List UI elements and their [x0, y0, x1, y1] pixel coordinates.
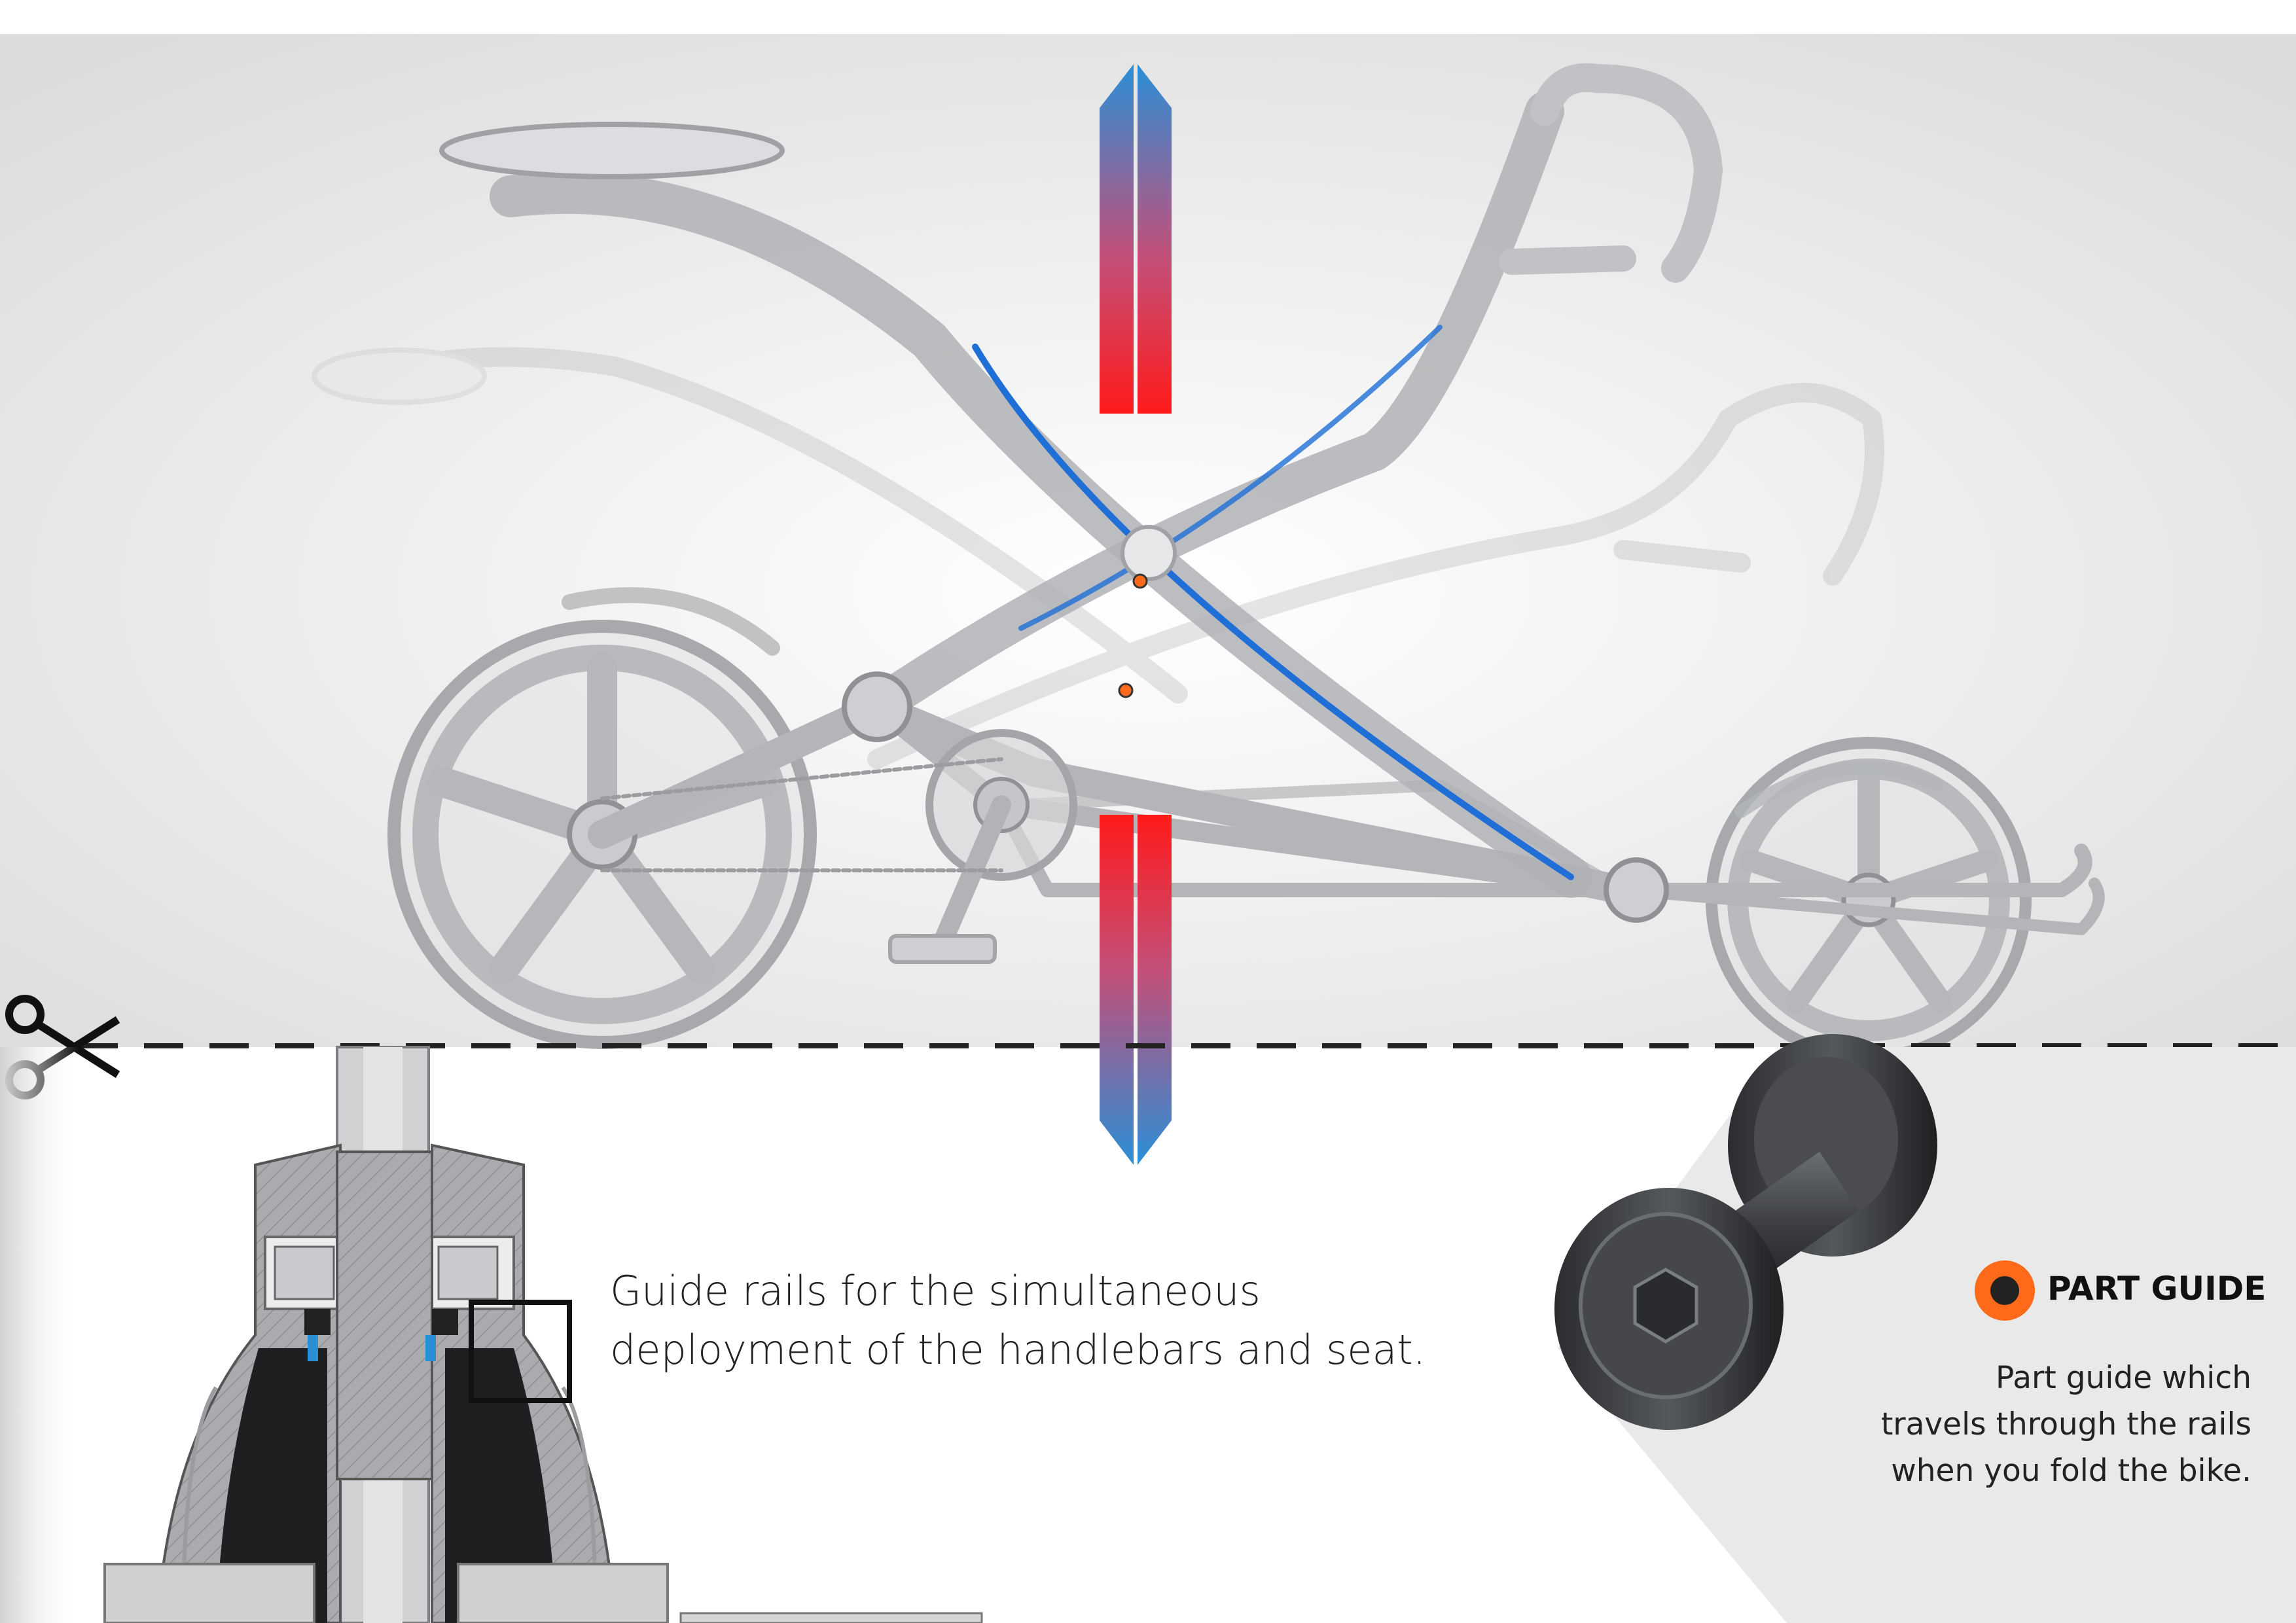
part-guide-position-1	[1132, 573, 1148, 589]
seat-guide-rail	[972, 344, 1574, 880]
crankset	[600, 729, 1077, 964]
callout-leader	[469, 1300, 1427, 1403]
handlebar-arm	[857, 63, 1723, 726]
fold-arrows	[1100, 64, 1172, 1165]
part-guide-render	[1554, 1034, 2296, 1623]
caption-line-1: Guide rails for the simultaneous	[610, 1267, 1261, 1315]
part-guide-title: PART GUIDE	[2047, 1270, 2267, 1308]
handlebar-guide-rail	[1018, 325, 1443, 631]
part-guide-spool	[1554, 1034, 1937, 1430]
seat-arm	[439, 122, 1592, 898]
guide-rails-caption: Guide rails for the simultaneous deploym…	[610, 1262, 1426, 1380]
part-guide-desc-line-3: when you fold the bike.	[1891, 1453, 2251, 1489]
part-guide-desc-line-1: Part guide which	[1995, 1360, 2251, 1396]
bike-ghost-folded	[312, 347, 1884, 769]
rail-cross-section	[103, 1046, 983, 1623]
bike-frame	[562, 587, 2105, 935]
arrow-down-left	[1100, 815, 1134, 1165]
caption-line-2: deployment of the handlebars and seat.	[610, 1326, 1426, 1374]
bike-illustration	[312, 63, 2105, 1063]
arrow-down-right	[1138, 815, 1172, 1165]
left-shade	[0, 1047, 79, 1623]
part-guide-description: Part guide which travels through the rai…	[1833, 1355, 2251, 1494]
saddle	[439, 122, 785, 179]
arrow-up-right	[1138, 64, 1172, 414]
arrow-up-left	[1100, 64, 1134, 414]
part-guide-dot-icon	[1975, 1260, 2035, 1321]
part-guide-desc-line-2: travels through the rails	[1880, 1406, 2251, 1442]
part-guide-position-2	[1118, 683, 1134, 698]
hex-socket-icon	[1633, 1268, 1698, 1344]
